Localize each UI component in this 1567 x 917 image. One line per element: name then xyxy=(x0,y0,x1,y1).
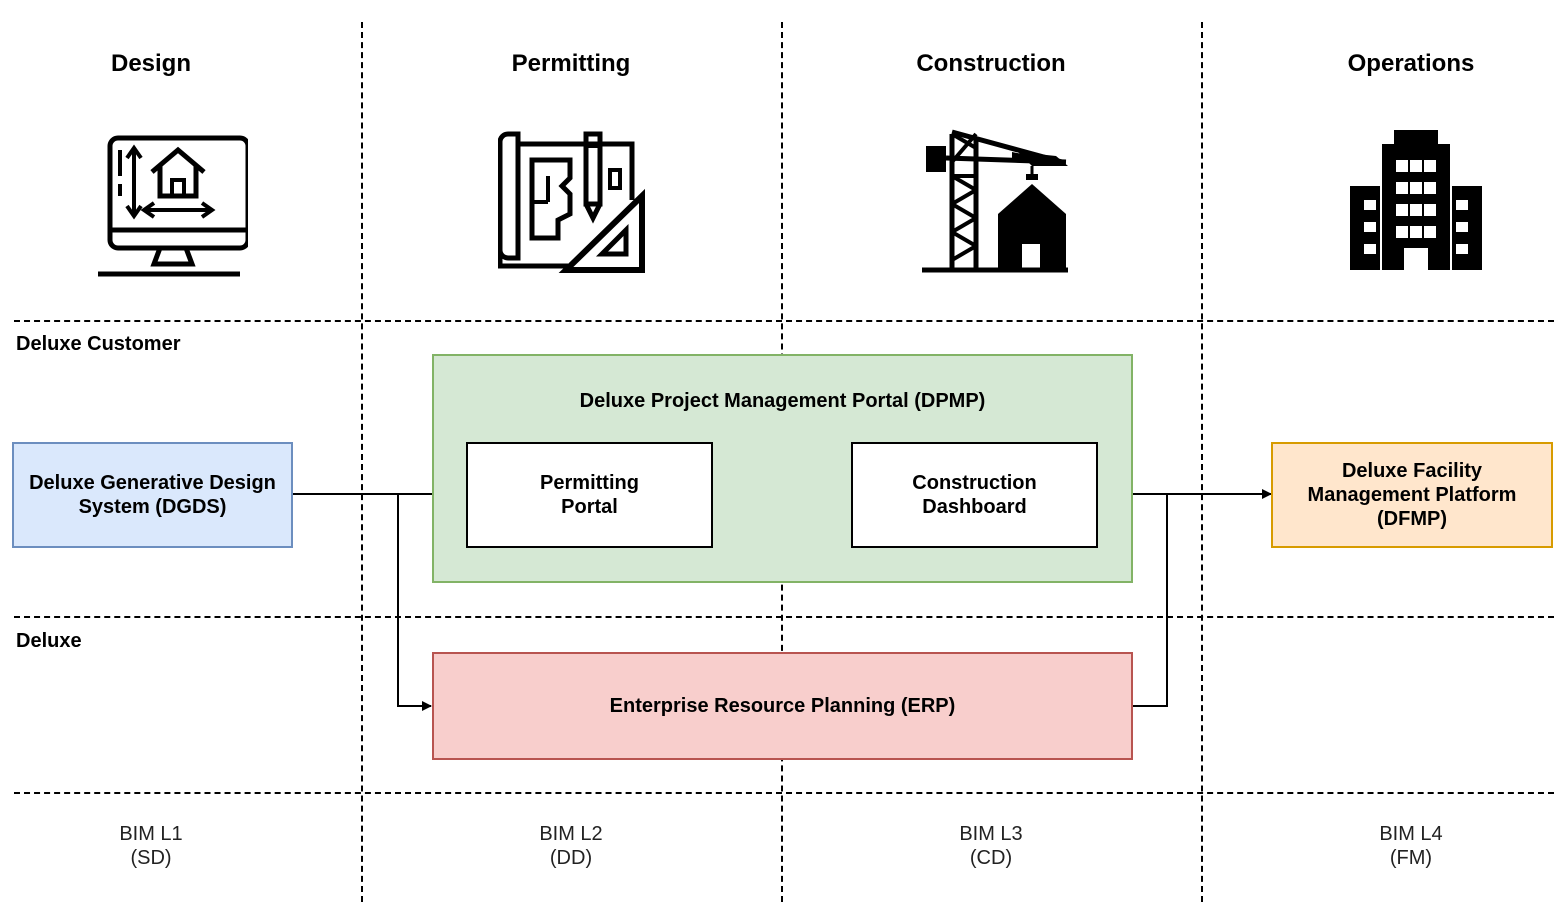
permitting-portal-box: Permitting Portal xyxy=(466,442,713,548)
dgds-box: Deluxe Generative Design System (DGDS) xyxy=(12,442,293,548)
erp-box: Enterprise Resource Planning (ERP) xyxy=(432,652,1133,760)
edge-erp-to-dfmp xyxy=(1132,494,1168,707)
edge-dgds-to-erp xyxy=(397,494,432,711)
column-divider-1 xyxy=(361,22,363,902)
monitor-house-icon xyxy=(98,134,248,279)
lane-divider-top xyxy=(14,320,1554,322)
phase-operations: Operations xyxy=(1347,50,1475,77)
lane-divider-bottom xyxy=(14,792,1554,794)
crane-building-icon xyxy=(922,128,1070,274)
dfmp-box: Deluxe Facility Management Platform (DFM… xyxy=(1271,442,1553,548)
bim-level-3: BIM L3 (CD) xyxy=(959,823,1023,869)
office-building-icon xyxy=(1348,130,1484,272)
lane-divider-middle xyxy=(14,616,1554,618)
lane-label-deluxe: Deluxe xyxy=(16,630,82,652)
dpmp-title: Deluxe Project Management Portal (DPMP) xyxy=(579,390,986,412)
column-divider-3 xyxy=(1201,22,1203,902)
bim-level-4: BIM L4 (FM) xyxy=(1379,823,1443,869)
construction-dashboard-box: Construction Dashboard xyxy=(851,442,1098,548)
phase-permitting: Permitting xyxy=(511,50,631,77)
blueprint-pencil-icon xyxy=(498,130,646,278)
bim-level-1: BIM L1 (SD) xyxy=(119,823,183,869)
lane-label-customer: Deluxe Customer xyxy=(16,333,181,355)
phase-design: Design xyxy=(110,50,191,77)
phase-construction: Construction xyxy=(916,50,1066,77)
bim-level-2: BIM L2 (DD) xyxy=(539,823,603,869)
